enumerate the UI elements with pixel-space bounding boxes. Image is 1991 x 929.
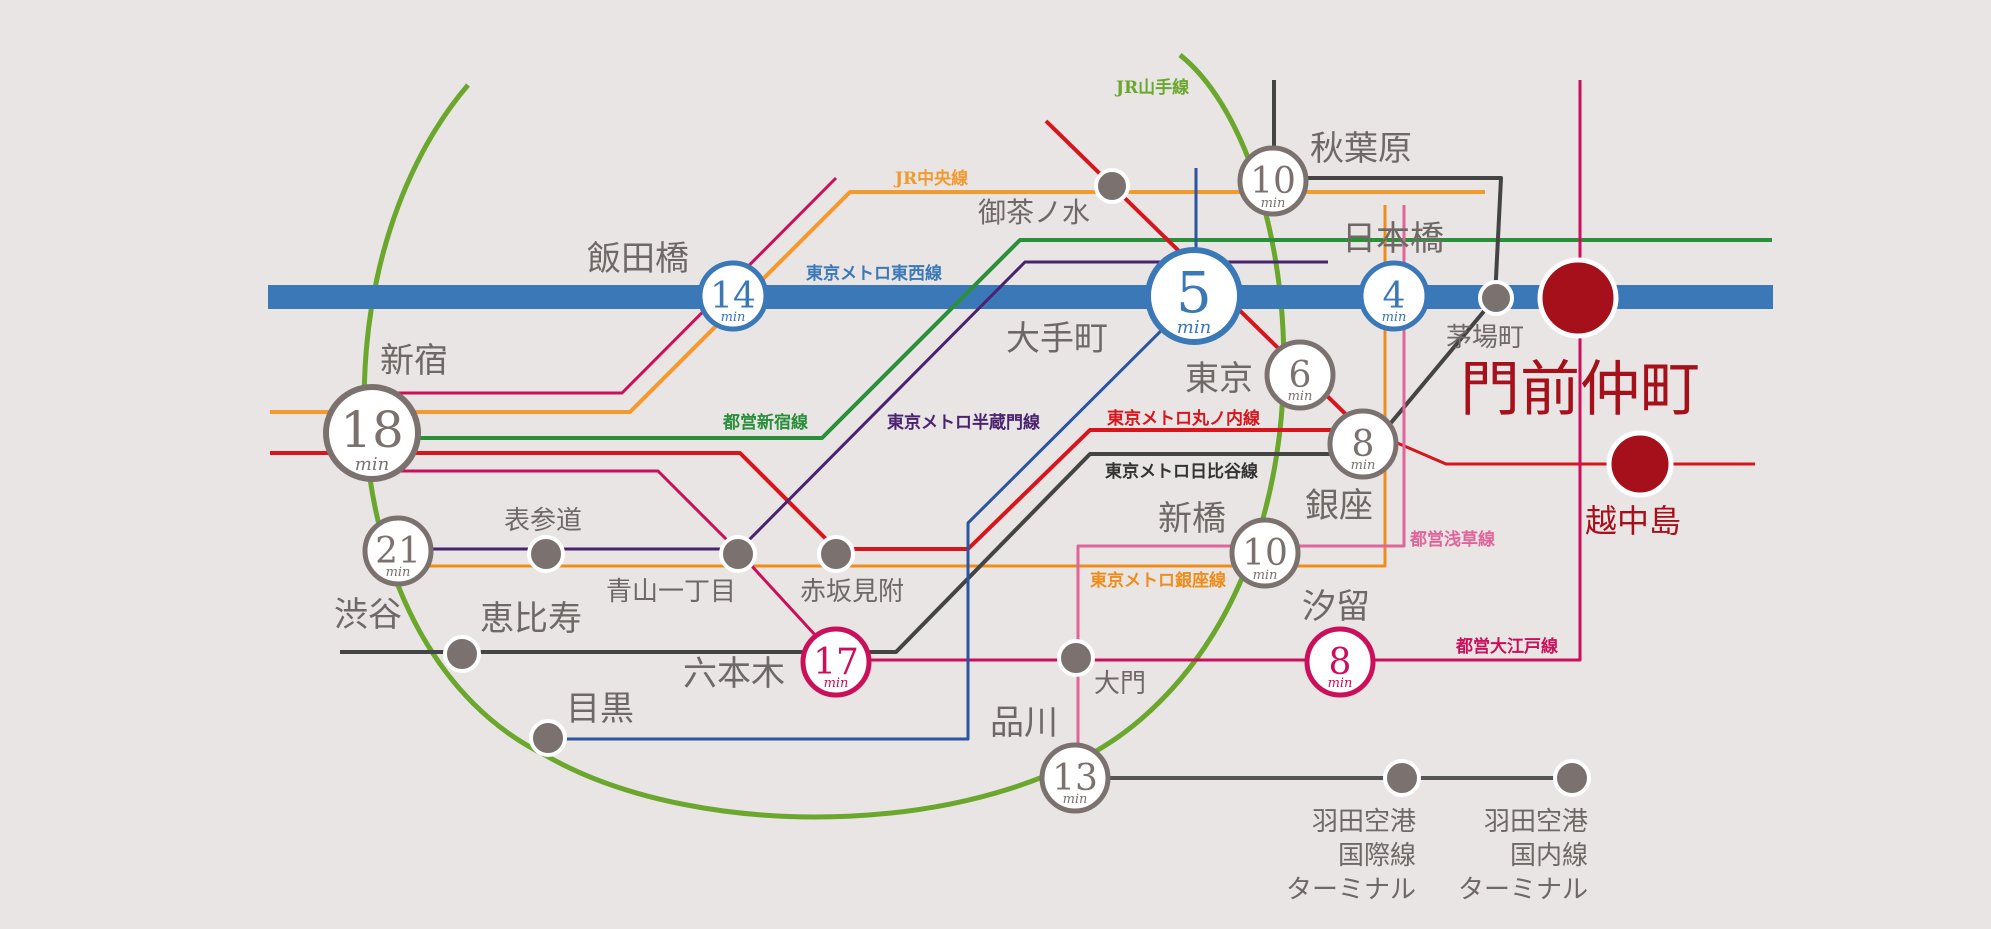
time-value: 18 xyxy=(340,401,404,459)
line-label-yamanote: JR山手線 xyxy=(1114,77,1189,98)
time-unit: min xyxy=(721,310,746,325)
marunouchi-line xyxy=(270,428,1366,551)
time-unit: min xyxy=(1328,676,1353,691)
station-dot-haneda-intl xyxy=(1383,759,1421,797)
time-badge-otemachi: 5 min xyxy=(1145,247,1243,345)
time-value: 8 xyxy=(1352,424,1375,465)
time-badge-shibuya: 21 min xyxy=(362,515,434,587)
line-label-oedo: 都営大江戸線 xyxy=(1455,636,1558,657)
time-unit: min xyxy=(1253,568,1278,583)
time-value: 13 xyxy=(1052,758,1098,799)
station-label-shimbashi: 新橋 xyxy=(1158,499,1226,539)
etchujima-line xyxy=(1343,418,1755,466)
time-unit: min xyxy=(1261,196,1286,211)
line-label-asakusa: 都営浅草線 xyxy=(1409,529,1495,550)
station-label-haneda-intl-3: ターミナル xyxy=(1286,875,1416,905)
time-badge-nihonbashi: 4 min xyxy=(1358,260,1430,332)
oedo-line-upper xyxy=(375,176,838,395)
station-label-meguro: 目黒 xyxy=(566,689,634,729)
station-label-shinjuku: 新宿 xyxy=(380,341,448,381)
time-unit: min xyxy=(824,676,849,691)
station-label-kayabacho: 茅場町 xyxy=(1446,323,1524,353)
time-value: 21 xyxy=(375,531,421,572)
station-dot-etchujima xyxy=(1606,430,1674,498)
station-label-monzen-nakacho: 門前仲町 xyxy=(1460,355,1700,425)
time-value: 6 xyxy=(1289,355,1312,396)
time-unit: min xyxy=(355,454,389,475)
station-label-haneda-dom-1: 羽田空港 xyxy=(1484,807,1588,837)
station-label-haneda-intl-2: 国際線 xyxy=(1338,841,1416,871)
station-label-daimon: 大門 xyxy=(1094,669,1146,699)
station-label-etchujima: 越中島 xyxy=(1585,502,1681,540)
station-dot-haneda-dom xyxy=(1553,759,1591,797)
time-unit: min xyxy=(386,565,411,580)
time-unit: min xyxy=(1063,792,1088,807)
station-label-omotesando: 表参道 xyxy=(504,506,582,536)
hibiya-line xyxy=(340,80,1503,654)
station-label-shiodome: 汐留 xyxy=(1302,587,1370,627)
station-dot-omotesando xyxy=(527,535,565,573)
station-label-shibuya: 渋谷 xyxy=(334,595,402,635)
station-dot-akasaka-mitsuke xyxy=(817,535,855,573)
time-unit: min xyxy=(1351,458,1376,473)
time-badge-ginza: 8 min xyxy=(1327,408,1399,480)
station-dot-ochanomizu xyxy=(1094,168,1130,204)
time-value: 14 xyxy=(710,276,756,317)
station-label-otemachi: 大手町 xyxy=(1006,319,1108,359)
station-label-iidabashi: 飯田橋 xyxy=(587,239,689,279)
time-value: 5 xyxy=(1176,261,1212,326)
time-badge-shinagawa: 13 min xyxy=(1039,742,1111,814)
time-badge-roppongi: 17 min xyxy=(800,626,872,698)
time-value: 10 xyxy=(1250,161,1296,202)
station-label-shinagawa: 品川 xyxy=(990,703,1058,743)
time-unit: min xyxy=(1288,389,1313,404)
station-dot-kayabacho xyxy=(1478,280,1514,316)
time-badge-iidabashi: 14 min xyxy=(697,260,769,332)
line-label-ginza: 東京メトロ銀座線 xyxy=(1090,570,1226,591)
shinjuku-line xyxy=(375,238,1772,440)
station-label-haneda-intl-1: 羽田空港 xyxy=(1312,807,1416,837)
time-value: 4 xyxy=(1383,276,1406,317)
station-label-ochanomizu: 御茶ノ水 xyxy=(978,196,1090,229)
station-label-aoyama-itchome: 青山一丁目 xyxy=(606,577,736,607)
station-label-roppongi: 六本木 xyxy=(683,654,785,694)
station-dot-daimon xyxy=(1057,639,1095,677)
station-label-ginza: 銀座 xyxy=(1305,486,1373,526)
station-dot-aoyama-itchome xyxy=(719,535,757,573)
time-badge-shinjuku: 18 min xyxy=(323,384,421,482)
station-dot-monzen-nakacho xyxy=(1537,257,1619,339)
station-label-haneda-dom-2: 国内線 xyxy=(1510,841,1588,871)
line-label-hibiya: 東京メトロ日比谷線 xyxy=(1105,461,1258,482)
station-label-nihonbashi: 日本橋 xyxy=(1342,219,1444,259)
station-label-ebisu: 恵比寿 xyxy=(480,599,582,639)
station-label-akasaka-mitsuke: 赤坂見附 xyxy=(800,577,904,607)
time-value: 10 xyxy=(1242,533,1288,574)
time-value: 8 xyxy=(1329,642,1352,683)
time-badge-shiodome: 8 min xyxy=(1304,626,1376,698)
station-label-akihabara: 秋葉原 xyxy=(1310,129,1412,169)
time-unit: min xyxy=(1382,310,1407,325)
line-label-tozai: 東京メトロ東西線 xyxy=(806,263,942,284)
time-unit: min xyxy=(1177,317,1211,338)
time-badge-akihabara: 10 min xyxy=(1237,145,1309,217)
line-label-marunouchi: 東京メトロ丸ノ内線 xyxy=(1107,408,1260,429)
time-value: 17 xyxy=(813,642,859,683)
time-badge-tokyo: 6 min xyxy=(1264,339,1336,411)
oedo-line-lower xyxy=(400,80,1582,662)
line-label-hanzomon: 東京メトロ半蔵門線 xyxy=(887,412,1040,433)
time-badge-shimbashi: 10 min xyxy=(1229,517,1301,589)
station-label-tokyo: 東京 xyxy=(1185,359,1253,399)
line-label-shinjuku: 都営新宿線 xyxy=(722,412,808,433)
line-label-chuo: JR中央線 xyxy=(893,168,968,189)
station-dot-meguro xyxy=(529,719,567,757)
station-label-haneda-dom-3: ターミナル xyxy=(1458,875,1588,905)
station-dot-ebisu xyxy=(443,635,481,673)
